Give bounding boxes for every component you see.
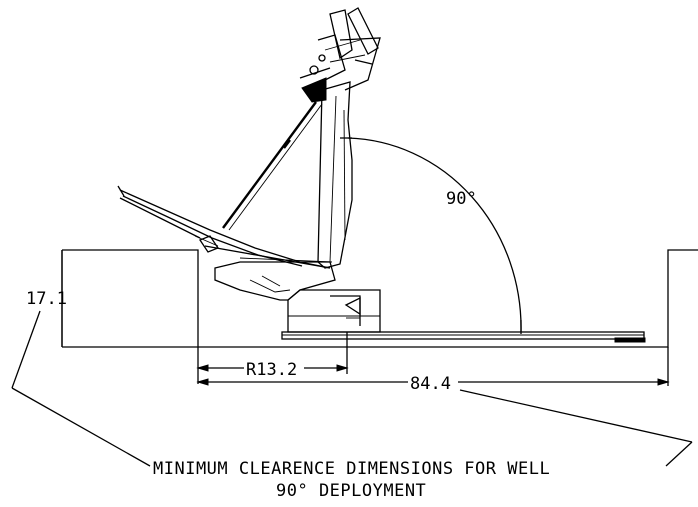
radius-label-bg	[244, 359, 304, 379]
caption-line-1: MINIMUM CLEARENCE DIMENSIONS FOR WELL	[153, 459, 550, 479]
angle-label: 90°	[446, 189, 477, 209]
width-label-bg	[408, 373, 458, 393]
height-dimension	[11, 250, 151, 467]
caption-line-2: 90° DEPLOYMENT	[276, 481, 426, 501]
width-label: 84.4	[410, 374, 451, 394]
pedestal	[214, 261, 381, 333]
height-label: 17.1	[26, 289, 67, 309]
radius-label: R13.2	[246, 360, 297, 380]
elevation-arm	[317, 81, 353, 269]
feed-strut	[222, 101, 323, 231]
reflector-dish	[117, 185, 333, 269]
angle-arc	[340, 137, 522, 334]
height-label-bg	[24, 287, 60, 309]
base-plate	[281, 331, 646, 343]
feed-assembly	[299, 7, 381, 103]
